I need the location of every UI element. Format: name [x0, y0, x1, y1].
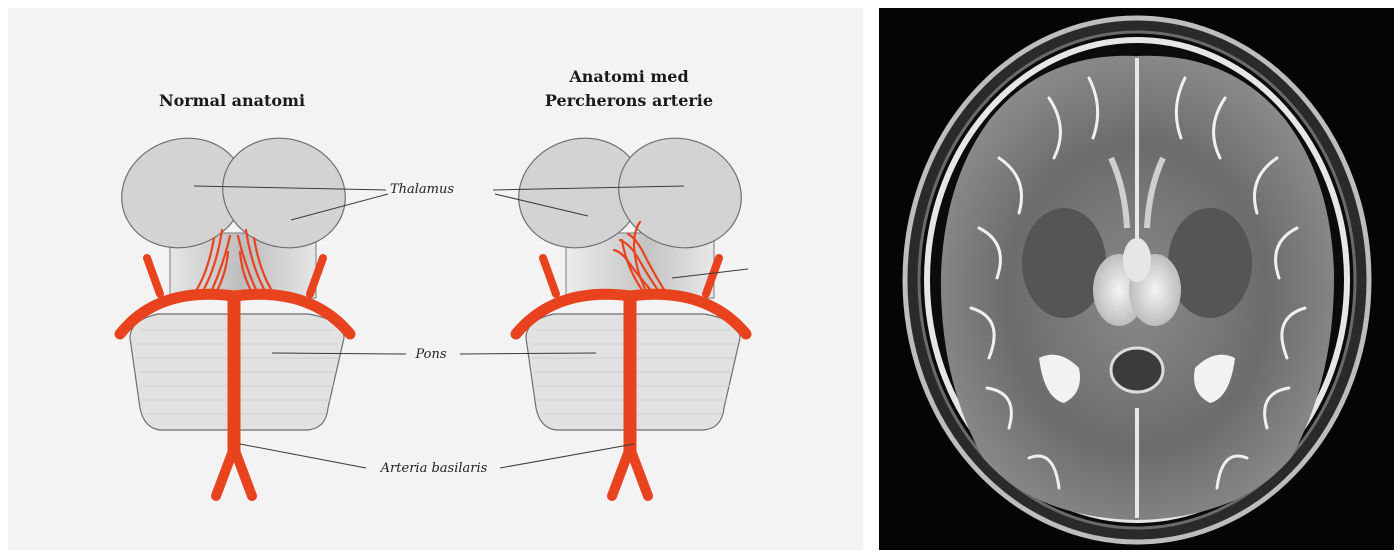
vertebral-left [216, 448, 234, 496]
title-percheron-line2: Percherons arterie [545, 91, 713, 110]
mri-basal-ganglia-right [1168, 208, 1252, 318]
vertebral-right [234, 448, 252, 496]
vertebral-left [612, 448, 630, 496]
diagram-percheron-anatomy [504, 122, 755, 496]
anatomy-diagram: Normal anatomi Anatomi med Percherons ar… [8, 8, 863, 550]
label-thalamus: Thalamus [390, 182, 454, 197]
leader-basilar-perch [500, 444, 634, 468]
brain-mri-panel [879, 8, 1394, 550]
label-arteria-basilaris: Arteria basilaris [380, 461, 488, 476]
anatomy-diagram-panel: Normal anatomi Anatomi med Percherons ar… [8, 8, 863, 550]
brain-mri-image [879, 8, 1394, 550]
mri-basal-ganglia-left [1022, 208, 1106, 318]
diagram-normal-anatomy [107, 122, 359, 496]
superior-cerebellar-branch-left [543, 258, 556, 294]
mri-quadrigeminal-cistern [1111, 348, 1163, 392]
title-percheron-line1: Anatomi med [568, 67, 688, 86]
title-normal-anatomy: Normal anatomi [159, 91, 305, 110]
mri-third-ventricle [1123, 238, 1151, 282]
leader-basilar-normal [240, 444, 366, 468]
vertebral-right [630, 448, 648, 496]
superior-cerebellar-branch-left [147, 258, 160, 294]
label-pons: Pons [414, 347, 446, 362]
